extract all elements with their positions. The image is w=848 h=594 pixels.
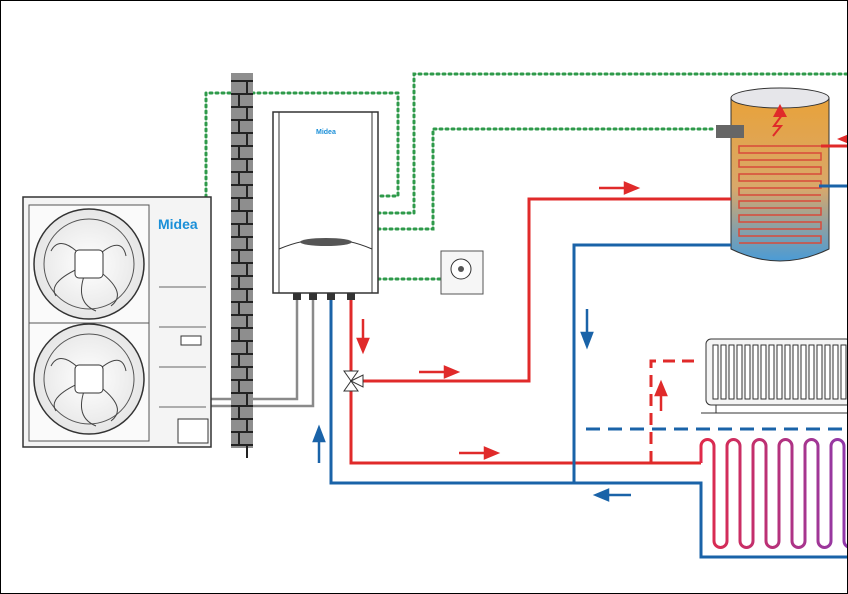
underfloor-heating-coil <box>699 438 847 549</box>
outdoor-unit: Midea <box>22 196 212 448</box>
flow-arrow-icon <box>654 379 668 411</box>
tank-temperature-sensor <box>716 125 744 138</box>
flow-arrow-icon <box>580 309 594 350</box>
flow-arrow-icon <box>459 446 501 460</box>
flow-arrow-icon <box>419 365 461 379</box>
radiator <box>701 338 847 414</box>
brick-wall <box>231 73 253 458</box>
flow-arrow-icon <box>599 181 641 195</box>
flow-arrow-icon <box>312 424 326 463</box>
indoor-unit-logo: Midea <box>316 129 336 136</box>
indoor-unit: Midea <box>272 111 379 300</box>
wire-indoor-to-tank-sensor <box>376 127 718 231</box>
flow-arrow-icon <box>592 488 631 502</box>
fan-icon <box>33 208 145 320</box>
heater-icon <box>772 104 787 137</box>
hot-water-tank <box>716 87 847 262</box>
refrigerant-pipes <box>211 296 315 408</box>
control-wires <box>204 72 847 281</box>
wire-indoor-to-offpage <box>376 72 847 215</box>
fan-icon <box>33 323 145 435</box>
outdoor-unit-logo: Midea <box>158 216 198 232</box>
wire-outdoor-to-indoor <box>204 91 400 199</box>
flow-arrows <box>312 181 668 502</box>
cold-pipes <box>329 243 847 559</box>
flow-arrow-icon <box>356 319 370 355</box>
radiator-supply-dashed <box>649 359 701 463</box>
three-way-valve-icon <box>343 370 364 392</box>
hot-pipes <box>349 197 731 465</box>
thermostat-icon <box>440 250 484 295</box>
